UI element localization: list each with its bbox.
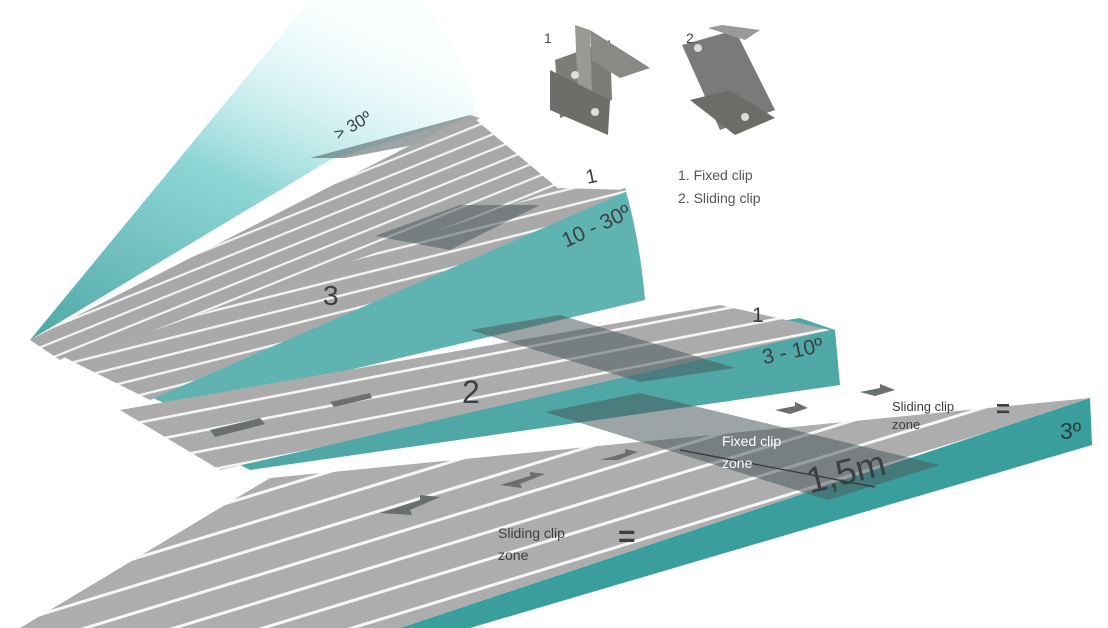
fixed-zone-line1: Fixed clip [722, 433, 782, 449]
clip-1-number: 1 [544, 30, 552, 46]
fixed-clip-image [550, 25, 650, 135]
legend-item-sliding: 2. Sliding clip [678, 190, 761, 206]
angle-label-flat: 3º [1060, 418, 1082, 444]
sliding-clip-zone-left: Sliding clip zone [498, 522, 565, 566]
steep-slope-panel-lower [30, 115, 560, 370]
steep-slope-fixed-zone [310, 115, 470, 158]
low-slope-fixed-zone [470, 315, 735, 382]
clip-legend: 1. Fixed clip 2. Sliding clip [678, 164, 761, 210]
clip-2-number: 2 [686, 30, 694, 46]
equal-sign-right: = [996, 396, 1011, 423]
flat-slope-side [400, 398, 1092, 628]
fixed-clip-zone-label: Fixed clip zone [722, 430, 781, 474]
flat-slope-fixed-zone [545, 393, 940, 500]
medium-slope-panel [70, 188, 630, 400]
fixed-zone-line2: zone [722, 455, 753, 471]
sliding-zone-left-line1: Sliding clip [498, 525, 565, 541]
zone-label-medium: 3 [323, 280, 339, 311]
equal-sign-left: = [618, 520, 636, 553]
sliding-clip-image [682, 25, 775, 135]
sliding-zone-left-line2: zone [498, 547, 529, 563]
zone-label-low: 2 [462, 374, 480, 410]
medium-slope-fixed-zone [375, 205, 540, 250]
sliding-zone-right-line2: zone [892, 417, 921, 432]
steep-slope-fan [30, 0, 475, 340]
sliding-zone-right-line1: Sliding clip [892, 399, 955, 414]
movement-arrows [210, 384, 895, 515]
clip-type-low: 1 [752, 304, 764, 327]
legend-item-fixed: 1. Fixed clip [678, 167, 753, 183]
sliding-clip-zone-right: Sliding clip zone [892, 398, 954, 434]
dimension-line [679, 449, 876, 488]
